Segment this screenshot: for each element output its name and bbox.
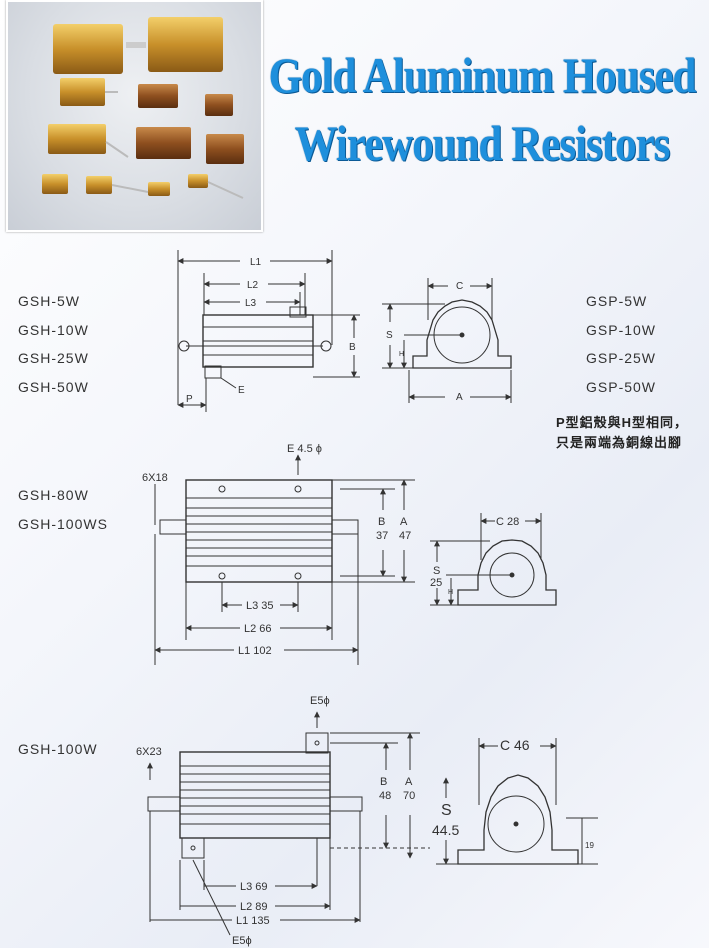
drawing-group3-front [147,711,430,936]
dim-C: C 46 [500,737,530,753]
dim-C: C [456,281,463,292]
dim-S-value: 25 [430,577,442,589]
dim-L1: L1 102 [238,645,272,657]
drawing-group3-end [436,738,598,865]
model-label: GSH-5W [18,293,80,309]
drawing-group1-front [177,250,360,412]
dim-H: H [399,351,404,358]
dim-B-value: 37 [376,530,388,542]
dim-C: C 28 [496,516,519,528]
product-photo [6,0,263,232]
model-label: GSP-25W [586,350,657,366]
model-label: GSP-50W [586,379,657,395]
dim-H: H [448,589,453,596]
dim-L3: L3 35 [246,600,274,612]
dim-lead: 6X18 [142,472,168,484]
dim-L1: L1 [250,257,262,268]
drawing-group2-end [430,513,557,606]
model-label: GSH-25W [18,350,89,366]
model-label: GSH-100WS [18,516,108,532]
page-title-line1: Gold Aluminum Housed [268,49,697,104]
dim-S-label: S [441,802,452,819]
model-label: GSH-100W [18,741,98,757]
model-label: GSP-10W [586,322,657,338]
dim-E-top: E5ϕ [310,695,330,707]
dim-A-value: 47 [399,530,411,542]
drawing-group2-front [154,454,415,665]
dim-S: S [386,330,393,341]
note-line2: 只是兩端為銅線出腳 [556,435,683,450]
dim-L2: L2 89 [240,901,268,913]
drawing-group1-end [382,278,512,403]
dim-B: B [349,342,356,353]
dim-L3: L3 69 [240,881,268,893]
dim-B-label: B [378,516,385,528]
dim-A: A [456,392,463,403]
dim-B-label: B [380,776,387,788]
dim-A-value: 70 [403,790,415,802]
dim-S-value: 44.5 [432,822,459,838]
page-title-line2: Wirewound Resistors [294,117,671,172]
dim-E: E [238,385,245,396]
model-label: GSH-80W [18,487,89,503]
model-label: GSH-50W [18,379,89,395]
dim-E: E 4.5 ϕ [287,443,322,455]
dim-S-label: S [433,565,440,577]
dim-P: P [186,394,193,405]
dim-L1: L1 135 [236,915,270,927]
dim-L3: L3 [245,298,257,309]
resistor-photo-illustration [42,17,244,199]
dim-L2: L2 66 [244,623,272,635]
dim-A-label: A [400,516,408,528]
dim-A-label: A [405,776,413,788]
dim-H: 19 [585,841,594,850]
dim-lead: 6X23 [136,746,162,758]
note-line1: P型鋁殼與H型相同， [556,415,689,430]
dim-B-value: 48 [379,790,391,802]
dim-L2: L2 [247,280,259,291]
model-label: GSH-10W [18,322,89,338]
dim-E-bottom: E5ϕ [232,935,252,947]
model-label: GSP-5W [586,293,648,309]
